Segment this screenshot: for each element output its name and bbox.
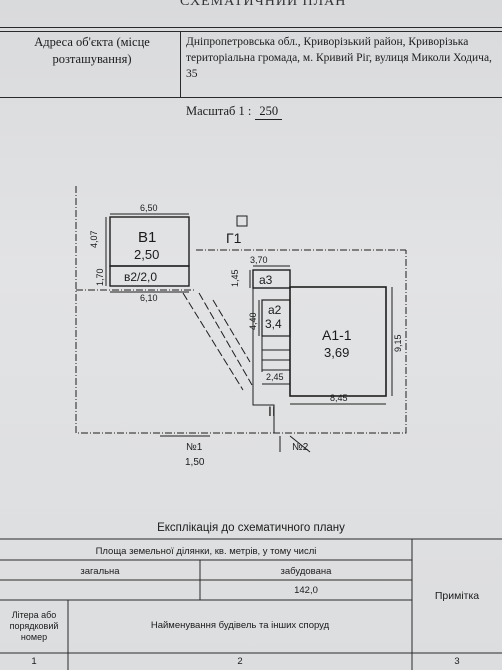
dim-8-45: 8,45: [330, 393, 348, 403]
dim-1-50: 1,50: [185, 457, 205, 468]
land-boundary: [75, 186, 407, 434]
marker-n1: №1: [186, 442, 203, 453]
label-a1-area: 3,69: [324, 345, 349, 360]
building-g1: [236, 215, 248, 227]
label-a2: а2: [268, 303, 282, 317]
letter-label: Літера або порядковий номер: [9, 610, 59, 642]
scale-line: Масштаб 1 :250: [186, 104, 283, 120]
document-title: СХЕМАТИЧНИЙ ПЛАН: [180, 0, 347, 9]
total-label: загальна: [80, 566, 120, 577]
dim-1-70: 1,70: [95, 268, 105, 286]
label-a3: а3: [259, 273, 273, 287]
col-number-3: 3: [454, 656, 460, 667]
explication-table: [0, 538, 502, 670]
label-a2-area: 3,4: [265, 317, 282, 331]
label-v2: в2/2,0: [124, 270, 157, 284]
explication-title: Експлікація до схематичного плану: [157, 522, 345, 534]
built-label: забудована: [280, 566, 332, 577]
col-number-1: 1: [31, 656, 37, 667]
note-label: Примітка: [434, 590, 480, 602]
building-a3: [252, 269, 291, 289]
dim-4-40: 4,40: [248, 312, 258, 330]
label-v1-area: 2,50: [134, 247, 159, 262]
land-area-header: Площа земельної ділянки, кв. метрів, у т…: [95, 546, 317, 557]
dim-6-10: 6,10: [140, 293, 158, 303]
dim-4-07: 4,07: [89, 230, 99, 248]
name-label: Найменування будівель та інших споруд: [150, 620, 330, 631]
building-a2: [261, 299, 291, 337]
label-v1: В1: [138, 229, 156, 246]
col-number-2: 2: [237, 656, 243, 667]
dim-6-50: 6,50: [140, 203, 158, 213]
address-label: Адреса об'єкта (місце розташування): [34, 35, 150, 66]
scale-label: Масштаб 1 :: [186, 104, 252, 118]
site-plan: 6,50 4,07 1,70 6,10 3,70 1,45 4,40 9,15 …: [75, 186, 407, 468]
label-g1: Г1: [226, 230, 242, 246]
marker-ii: II: [268, 403, 276, 419]
label-a1: А1-1: [322, 327, 352, 343]
dim-1-45: 1,45: [230, 269, 240, 287]
dim-9-15: 9,15: [393, 334, 403, 352]
passage-line: [252, 288, 275, 433]
header-bottom-border: [0, 97, 502, 98]
address-value: Дніпропетровська обл., Криворізький райо…: [186, 36, 492, 80]
built-value: 142,0: [294, 585, 318, 596]
dim-3-70: 3,70: [250, 255, 268, 265]
building-a1: [289, 286, 387, 397]
header-top-border: [0, 27, 502, 28]
header-top-border-2: [0, 31, 502, 32]
marker-n2: №2: [292, 442, 309, 453]
building-v2: [109, 265, 190, 287]
dim-2-45: 2,45: [266, 372, 284, 382]
scale-value: 250: [255, 104, 283, 120]
header-divider: [180, 31, 181, 98]
